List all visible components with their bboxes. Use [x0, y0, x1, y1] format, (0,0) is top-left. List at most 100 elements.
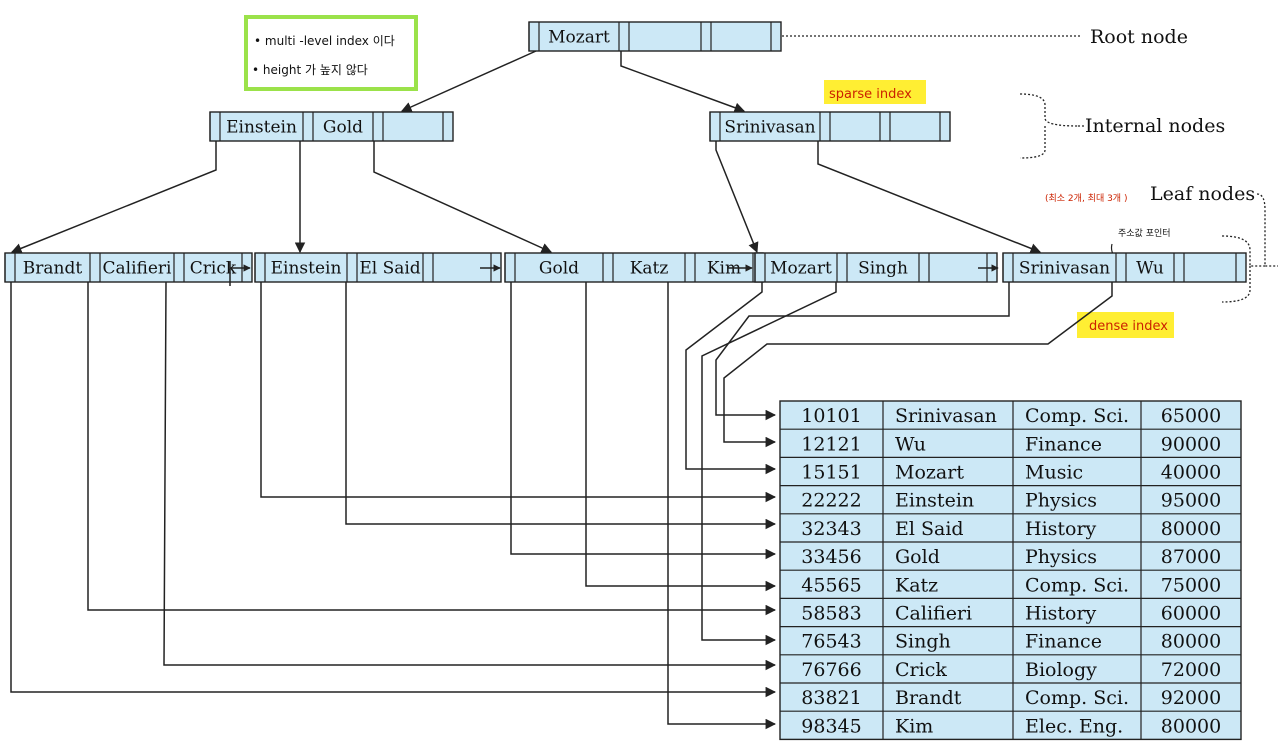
- node-root: Mozart: [528, 21, 782, 52]
- table-cell: 58583: [801, 603, 861, 625]
- tree-edge: [715, 141, 759, 253]
- node-key: Katz: [630, 259, 669, 279]
- table-cell: Biology: [1025, 659, 1097, 681]
- node-key: Srinivasan: [724, 118, 815, 138]
- table-cell: 10101: [801, 405, 861, 427]
- sticky-note: • multi -level index 이다 • height 가 높지 않다: [244, 15, 418, 91]
- table-cell: 98345: [801, 715, 861, 737]
- node-leaf-4: Mozart Singh: [754, 252, 998, 283]
- node-key: Einstein: [226, 118, 297, 138]
- table-cell: 83821: [801, 687, 861, 709]
- table-cell: 87000: [1161, 546, 1221, 568]
- table-cell: 95000: [1161, 490, 1221, 512]
- sticky-line-2: • height 가 높지 않다: [252, 63, 368, 77]
- node-key: Singh: [858, 259, 908, 279]
- table-row: 76543 Singh Finance 80000: [801, 631, 1221, 653]
- table-cell: 75000: [1161, 574, 1221, 596]
- table-cell: Physics: [1025, 490, 1097, 512]
- table-cell: 76766: [801, 659, 861, 681]
- table-cell: 90000: [1161, 433, 1221, 455]
- table-cell: 32343: [801, 518, 861, 540]
- table-cell: 80000: [1161, 715, 1221, 737]
- table-cell: 12121: [801, 433, 861, 455]
- table-cell: Comp. Sci.: [1025, 574, 1129, 596]
- table-cell: 76543: [801, 631, 861, 653]
- table-cell: Wu: [895, 433, 926, 455]
- node-key: Einstein: [271, 259, 342, 279]
- record-pointer: [10, 282, 777, 698]
- node-key: Crick: [190, 259, 237, 279]
- node-key: Mozart: [548, 28, 610, 48]
- node-key: Gold: [323, 118, 363, 138]
- table-cell: Elec. Eng.: [1025, 715, 1123, 737]
- record-pointer: [667, 282, 777, 730]
- table-cell: Music: [1025, 462, 1083, 484]
- table-cell: 45565: [801, 574, 861, 596]
- table-cell: 65000: [1161, 405, 1221, 427]
- root-node-label: Root node: [1090, 26, 1188, 48]
- table-cell: Comp. Sci.: [1025, 687, 1129, 709]
- record-pointer: [723, 282, 1113, 448]
- table-cell: 33456: [801, 546, 861, 568]
- table-cell: 22222: [801, 490, 861, 512]
- table-cell: Finance: [1025, 433, 1102, 455]
- internal-nodes-label: Internal nodes: [1085, 115, 1225, 137]
- pointer-note: 주소값 포인터: [1118, 227, 1171, 239]
- node-key: Gold: [539, 259, 579, 279]
- tree-edge: [620, 51, 745, 113]
- table-cell: El Said: [895, 518, 964, 540]
- table-cell: Mozart: [895, 462, 964, 484]
- tree-edge: [373, 141, 552, 253]
- table-cell: Gold: [895, 546, 940, 568]
- sticky-line-1: • multi -level index 이다: [254, 34, 395, 48]
- table-row: 12121 Wu Finance 90000: [801, 433, 1221, 455]
- table-cell: Brandt: [895, 687, 962, 709]
- record-pointer: [715, 282, 1010, 421]
- record-pointer: [701, 282, 837, 646]
- table-row: 15151 Mozart Music 40000: [801, 462, 1221, 484]
- record-pointer: [510, 282, 777, 560]
- record-pointer: [345, 282, 777, 530]
- record-pointer: [260, 282, 777, 503]
- table-cell: 80000: [1161, 518, 1221, 540]
- table-cell: History: [1025, 518, 1097, 540]
- table-cell: 92000: [1161, 687, 1221, 709]
- node-key: Srinivasan: [1019, 259, 1110, 279]
- leaf-nodes-label: Leaf nodes: [1150, 183, 1255, 205]
- table-cell: 40000: [1161, 462, 1221, 484]
- table-cell: Finance: [1025, 631, 1102, 653]
- table-cell: History: [1025, 603, 1097, 625]
- node-leaf-3: Gold Katz Kim: [504, 252, 764, 283]
- tree-edge: [11, 141, 217, 254]
- table-row: 76766 Crick Biology 72000: [801, 659, 1221, 681]
- sparse-index-annotation: sparse index: [824, 80, 926, 104]
- table-cell: Crick: [895, 659, 947, 681]
- table-row: 33456 Gold Physics 87000: [801, 546, 1221, 568]
- table-cell: 72000: [1161, 659, 1221, 681]
- label-callouts: [765, 31, 1278, 303]
- node-key: Mozart: [770, 259, 832, 279]
- tree-edge: [817, 141, 1041, 254]
- table-row: 45565 Katz Comp. Sci. 75000: [801, 574, 1221, 596]
- node-key: Kim: [707, 259, 741, 279]
- table-row: 83821 Brandt Comp. Sci. 92000: [801, 687, 1221, 709]
- record-pointer: [685, 282, 777, 475]
- table-cell: Physics: [1025, 546, 1097, 568]
- record-pointer: [163, 281, 777, 671]
- node-key: Brandt: [23, 259, 83, 279]
- dense-index-text: dense index: [1089, 319, 1168, 334]
- table-cell: Katz: [895, 574, 938, 596]
- node-internal-left: Einstein Gold: [209, 111, 454, 142]
- node-key: El Said: [359, 259, 420, 279]
- table-cell: 15151: [801, 462, 861, 484]
- leaf-capacity-note: (최소 2개, 최대 3개 ): [1045, 193, 1127, 204]
- table-cell: Singh: [895, 631, 951, 653]
- table-cell: 80000: [1161, 631, 1221, 653]
